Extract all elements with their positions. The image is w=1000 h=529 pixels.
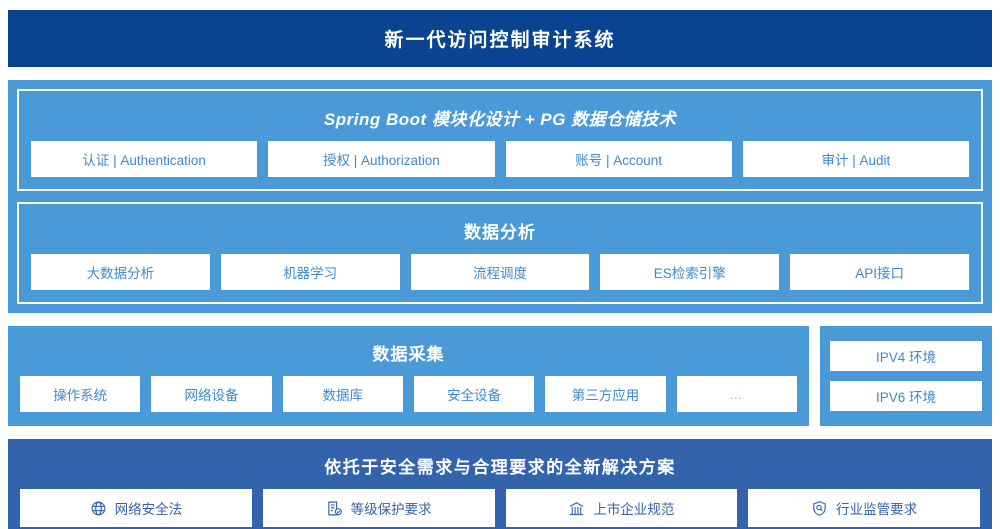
globe-icon <box>90 500 107 517</box>
collection-card-label: 安全设备 <box>447 388 502 403</box>
environment-card-ipv4[interactable]: IPV4 环境 <box>830 341 982 371</box>
compliance-card-industry-regulation[interactable]: 行业监管要求 <box>748 489 980 527</box>
analysis-card-row: 大数据分析 机器学习 流程调度 ES检索引擎 API接口 <box>31 254 969 290</box>
collection-row: 数据采集 操作系统 网络设备 数据库 安全设备 第三方应用 … <box>8 326 992 426</box>
collection-card-more[interactable]: … <box>676 376 797 412</box>
compliance-card-classified-protection[interactable]: 等级保护要求 <box>262 489 495 527</box>
analysis-card-api[interactable]: API接口 <box>790 254 969 290</box>
environment-section: IPV4 环境 IPV6 环境 <box>820 326 992 426</box>
collection-card-operating-system[interactable]: 操作系统 <box>20 376 141 412</box>
shield-search-icon <box>811 500 828 517</box>
document-check-icon <box>326 500 343 517</box>
compliance-card-listed-enterprise[interactable]: 上市企业规范 <box>505 489 738 527</box>
platform-card-row: 认证 | Authentication 授权 | Authorization 账… <box>31 141 969 177</box>
compliance-card-row: 网络安全法 等级保护要求 <box>20 489 980 527</box>
bank-icon <box>568 500 585 517</box>
analysis-card-bigdata[interactable]: 大数据分析 <box>31 254 210 290</box>
platform-card-label: 账号 | Account <box>575 153 663 168</box>
collection-card-label: 第三方应用 <box>571 388 640 403</box>
platform-card-label: 认证 | Authentication <box>82 153 206 168</box>
collection-card-label: 网络设备 <box>184 388 239 403</box>
compliance-section-heading: 依托于安全需求与合理要求的全新解决方案 <box>324 458 676 477</box>
header-banner: 新一代访问控制审计系统 <box>8 10 992 67</box>
analysis-section: 数据分析 大数据分析 机器学习 流程调度 ES检索引擎 API接口 <box>17 202 983 304</box>
analysis-card-label: ES检索引擎 <box>653 266 726 281</box>
platform-stack-panel: Spring Boot 模块化设计 + PG 数据仓储技术 认证 | Authe… <box>8 80 992 313</box>
compliance-card-label: 等级保护要求 <box>350 502 432 517</box>
platform-card-authentication[interactable]: 认证 | Authentication <box>31 141 258 177</box>
compliance-card-cybersecurity-law[interactable]: 网络安全法 <box>20 489 252 527</box>
collection-card-third-party-app[interactable]: 第三方应用 <box>545 376 666 412</box>
compliance-card-label: 网络安全法 <box>114 502 183 517</box>
collection-card-security-device[interactable]: 安全设备 <box>413 376 535 412</box>
compliance-card-label: 行业监管要求 <box>836 502 918 517</box>
environment-card-ipv6[interactable]: IPV6 环境 <box>830 381 982 411</box>
platform-section-heading: Spring Boot 模块化设计 + PG 数据仓储技术 <box>323 110 677 129</box>
environment-card-label: IPV6 环境 <box>875 390 937 405</box>
analysis-card-label: 流程调度 <box>472 266 527 281</box>
collection-section: 数据采集 操作系统 网络设备 数据库 安全设备 第三方应用 … <box>8 326 809 426</box>
collection-card-label: 数据库 <box>322 388 364 403</box>
collection-card-label: … <box>729 386 745 402</box>
collection-section-heading: 数据采集 <box>372 345 445 364</box>
compliance-section: 依托于安全需求与合理要求的全新解决方案 网络安全法 <box>8 439 992 529</box>
collection-card-row: 操作系统 网络设备 数据库 安全设备 第三方应用 … <box>20 376 797 412</box>
collection-card-network-device[interactable]: 网络设备 <box>151 376 272 412</box>
analysis-card-label: 大数据分析 <box>86 266 155 281</box>
analysis-card-machine-learning[interactable]: 机器学习 <box>220 254 400 290</box>
platform-section: Spring Boot 模块化设计 + PG 数据仓储技术 认证 | Authe… <box>17 89 983 191</box>
analysis-card-label: 机器学习 <box>283 266 338 281</box>
environment-card-label: IPV4 环境 <box>875 350 937 365</box>
page-title: 新一代访问控制审计系统 <box>384 30 616 51</box>
platform-card-label: 审计 | Audit <box>821 153 891 168</box>
platform-card-audit[interactable]: 审计 | Audit <box>742 141 969 177</box>
analysis-card-es-search-engine[interactable]: ES检索引擎 <box>600 254 780 290</box>
compliance-card-label: 上市企业规范 <box>593 502 675 517</box>
collection-card-database[interactable]: 数据库 <box>282 376 403 412</box>
platform-card-label: 授权 | Authorization <box>322 153 440 168</box>
platform-card-authorization[interactable]: 授权 | Authorization <box>268 141 495 177</box>
platform-card-account[interactable]: 账号 | Account <box>505 141 732 177</box>
analysis-card-label: API接口 <box>855 266 904 281</box>
analysis-card-workflow-scheduling[interactable]: 流程调度 <box>410 254 590 290</box>
collection-card-label: 操作系统 <box>53 388 108 403</box>
analysis-section-heading: 数据分析 <box>464 223 536 242</box>
